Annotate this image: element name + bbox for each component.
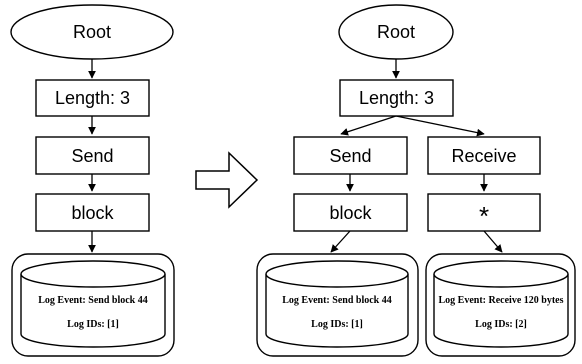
right-send-label: Send bbox=[329, 146, 371, 166]
left-block-label: block bbox=[71, 203, 114, 223]
right-root-label: Root bbox=[377, 22, 415, 42]
database-cylinder-icon bbox=[265, 260, 409, 348]
left-tree: Root Length: 3 Send block Log Ev bbox=[10, 4, 175, 357]
right-arrow-wildcard-log bbox=[483, 230, 503, 253]
database-cylinder-icon bbox=[433, 260, 569, 348]
left-log-store: Log Event: Send block 44 Log IDs: [1] bbox=[11, 253, 175, 357]
right-receive-node: Receive bbox=[427, 136, 541, 175]
left-root-node: Root bbox=[10, 4, 174, 60]
left-length-node: Length: 3 bbox=[35, 79, 150, 117]
left-log-ids-text: Log IDs: [1] bbox=[67, 319, 119, 330]
right-send-log-ids-text: Log IDs: [1] bbox=[311, 319, 363, 330]
right-wildcard-label: * bbox=[479, 201, 489, 231]
left-block-node: block bbox=[35, 193, 150, 232]
right-arrow-length-receive bbox=[395, 115, 485, 137]
right-receive-log-event-text: Log Event: Receive 120 bytes bbox=[439, 295, 564, 306]
right-send-log-store: Log Event: Send block 44 Log IDs: [1] bbox=[256, 253, 419, 357]
hollow-right-arrow-icon bbox=[195, 151, 259, 209]
right-block-node: block bbox=[293, 193, 408, 232]
left-send-node: Send bbox=[35, 136, 150, 175]
right-receive-log-store: Log Event: Receive 120 bytes Log IDs: [2… bbox=[425, 253, 576, 357]
right-root-node: Root bbox=[338, 4, 454, 60]
left-log-event-text: Log Event: Send block 44 bbox=[38, 295, 147, 306]
database-cylinder-icon bbox=[20, 260, 166, 348]
left-length-label: Length: 3 bbox=[55, 88, 130, 108]
right-arrow-block-log bbox=[330, 230, 351, 253]
right-block-label: block bbox=[329, 203, 372, 223]
right-length-node: Length: 3 bbox=[339, 79, 454, 117]
right-receive-log-ids-text: Log IDs: [2] bbox=[475, 319, 527, 330]
right-send-log-event-text: Log Event: Send block 44 bbox=[282, 295, 391, 306]
right-receive-label: Receive bbox=[451, 146, 516, 166]
right-length-label: Length: 3 bbox=[359, 88, 434, 108]
right-wildcard-node: * bbox=[427, 193, 541, 232]
left-send-label: Send bbox=[71, 146, 113, 166]
right-send-node: Send bbox=[293, 136, 408, 175]
right-arrow-length-send bbox=[340, 115, 397, 136]
left-root-label: Root bbox=[73, 22, 111, 42]
right-tree: Root Length: 3 Send Receive block bbox=[256, 4, 576, 357]
